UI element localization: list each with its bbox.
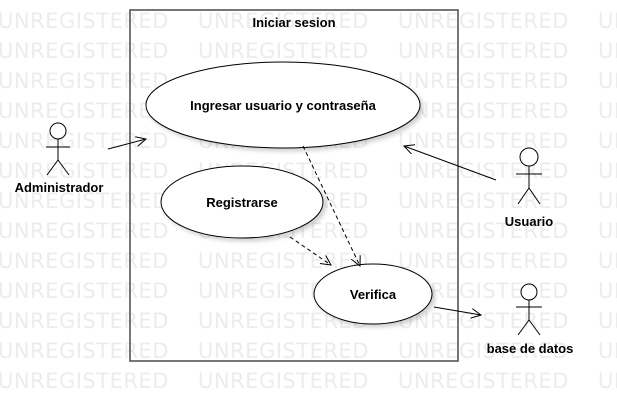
watermark-text: UNREGISTERED: [0, 99, 169, 123]
dependency-register-verify: [289, 236, 331, 265]
actor-db[interactable]: [516, 283, 542, 336]
use-case-verify-label: Verifica: [350, 287, 397, 302]
watermark-text: UNREGISTERED: [598, 129, 617, 153]
association-admin-login: [107, 139, 146, 150]
watermark-text: UNREGISTERED: [398, 39, 569, 63]
watermark-text: UNREGISTERED: [398, 99, 569, 123]
association-user-login: [404, 146, 497, 181]
association-verify-db: [433, 306, 481, 315]
watermark-text: UNREGISTERED: [598, 249, 617, 273]
watermark-text: UNREGISTERED: [598, 159, 617, 183]
actor-db-label: base de datos: [487, 341, 574, 356]
actor-admin-head-icon: [49, 122, 67, 140]
watermark-text: UNREGISTERED: [398, 9, 569, 33]
watermark-text: UNREGISTERED: [598, 339, 617, 363]
actor-admin-label: Administrador: [15, 180, 104, 195]
system-title: Iniciar sesion: [252, 15, 335, 30]
dependency-login-verify: [302, 145, 360, 266]
watermark-text: UNREGISTERED: [0, 369, 169, 393]
watermark-text: UNREGISTERED: [0, 9, 169, 33]
watermark-text: UNREGISTERED: [598, 39, 617, 63]
watermark-text: UNREGISTERED: [398, 69, 569, 93]
watermark-text: UNREGISTERED: [598, 189, 617, 213]
watermark-text: UNREGISTERED: [0, 159, 169, 183]
watermark-text: UNREGISTERED: [598, 99, 617, 123]
watermark-text: UNREGISTERED: [0, 69, 169, 93]
watermark-text: UNREGISTERED: [0, 309, 169, 333]
actor-user-head-icon: [519, 147, 539, 167]
watermark-text: UNREGISTERED: [398, 159, 569, 183]
watermark-text: UNREGISTERED: [398, 249, 569, 273]
watermark-text: UNREGISTERED: [598, 309, 617, 333]
watermark-text: UNREGISTERED: [0, 129, 169, 153]
watermark-text: UNREGISTERED: [198, 369, 369, 393]
watermark-text: UNREGISTERED: [398, 129, 569, 153]
watermark-text: UNREGISTERED: [398, 219, 569, 243]
watermark-text: UNREGISTERED: [198, 39, 369, 63]
watermark-text: UNREGISTERED: [598, 69, 617, 93]
watermark-text: UNREGISTERED: [598, 369, 617, 393]
use-case-register-label: Registrarse: [206, 195, 278, 210]
watermark-text: UNREGISTERED: [0, 279, 169, 303]
watermark-text: UNREGISTERED: [0, 219, 169, 243]
use-case-register[interactable]: Registrarse: [160, 165, 324, 239]
watermark-text: UNREGISTERED: [598, 219, 617, 243]
watermark-text: UNREGISTERED: [398, 339, 569, 363]
watermark-text: UNREGISTERED: [198, 9, 369, 33]
watermark-text: UNREGISTERED: [0, 249, 169, 273]
actor-db-head-icon: [520, 283, 538, 301]
watermark-layer: UNREGISTERED UNREGISTERED UNREGISTERED UNRE…: [0, 9, 617, 393]
use-case-verify[interactable]: Verifica: [313, 263, 433, 325]
watermark-text: UNREGISTERED: [598, 279, 617, 303]
use-case-login-label: Ingresar usuario y contraseña: [190, 98, 376, 113]
use-case-login[interactable]: Ingresar usuario y contraseña: [145, 61, 421, 149]
actor-user-label: Usuario: [505, 214, 553, 229]
watermark-text: UNREGISTERED: [398, 189, 569, 213]
watermark-text: UNREGISTERED: [0, 339, 169, 363]
system-boundary: [129, 9, 459, 362]
watermark-text: UNREGISTERED: [0, 189, 169, 213]
watermark-text: UNREGISTERED: [398, 309, 569, 333]
watermark-text: UNREGISTERED: [0, 39, 169, 63]
actor-user[interactable]: [516, 147, 542, 205]
actor-admin[interactable]: [46, 122, 70, 176]
watermark-text: UNREGISTERED: [198, 339, 369, 363]
watermark-text: UNREGISTERED: [398, 369, 569, 393]
watermark-text: UNREGISTERED: [598, 9, 617, 33]
